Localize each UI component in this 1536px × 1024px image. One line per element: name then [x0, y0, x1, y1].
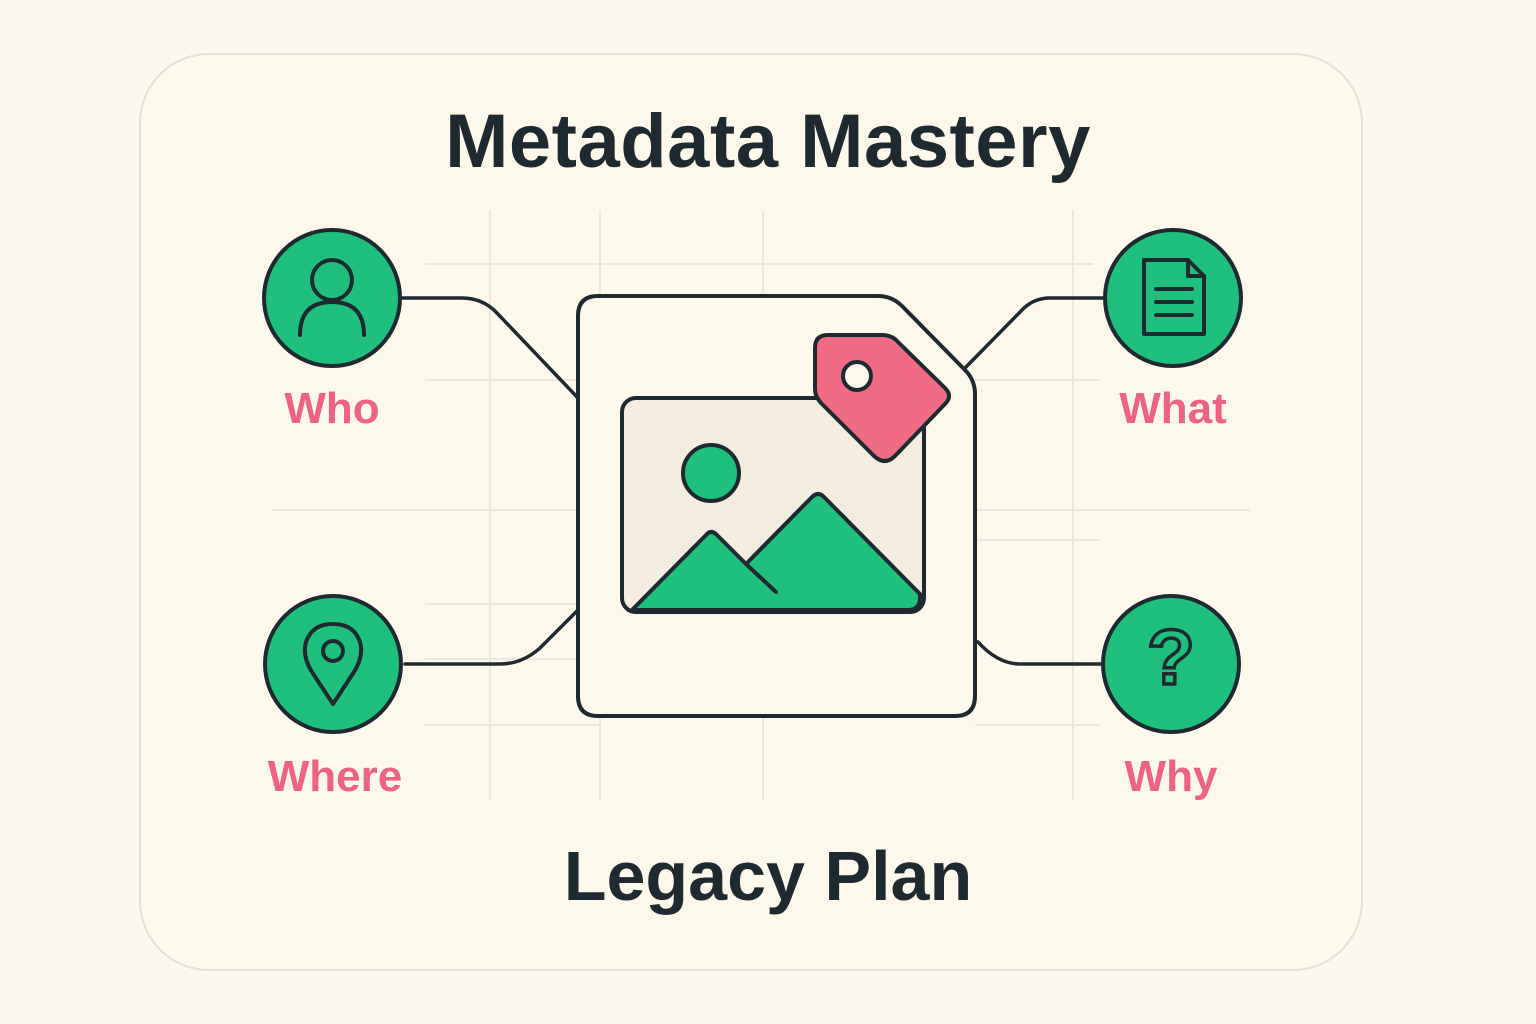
- svg-text:?: ?: [1147, 613, 1195, 701]
- connector-lines: [398, 296, 1110, 666]
- node-who[interactable]: [262, 228, 402, 368]
- connector-who: [398, 296, 580, 400]
- connector-what: [963, 296, 1110, 370]
- node-what[interactable]: [1103, 228, 1243, 368]
- page-title: Metadata Mastery: [445, 99, 1091, 184]
- label-why: Why: [1124, 752, 1218, 801]
- location-pin-icon: [302, 622, 364, 706]
- subtitle: Legacy Plan: [563, 837, 973, 915]
- image-with-tag-icon: [576, 294, 977, 718]
- node-where[interactable]: [263, 594, 403, 734]
- label-who: Who: [284, 384, 380, 433]
- label-what: What: [1119, 384, 1227, 433]
- label-where: Where: [267, 752, 403, 801]
- document-icon: [1142, 258, 1206, 336]
- connector-where: [403, 608, 580, 666]
- connector-why: [976, 640, 1107, 666]
- user-icon: [298, 258, 366, 337]
- node-why[interactable]: ?: [1101, 594, 1241, 734]
- question-mark-icon: ?: [1145, 611, 1196, 703]
